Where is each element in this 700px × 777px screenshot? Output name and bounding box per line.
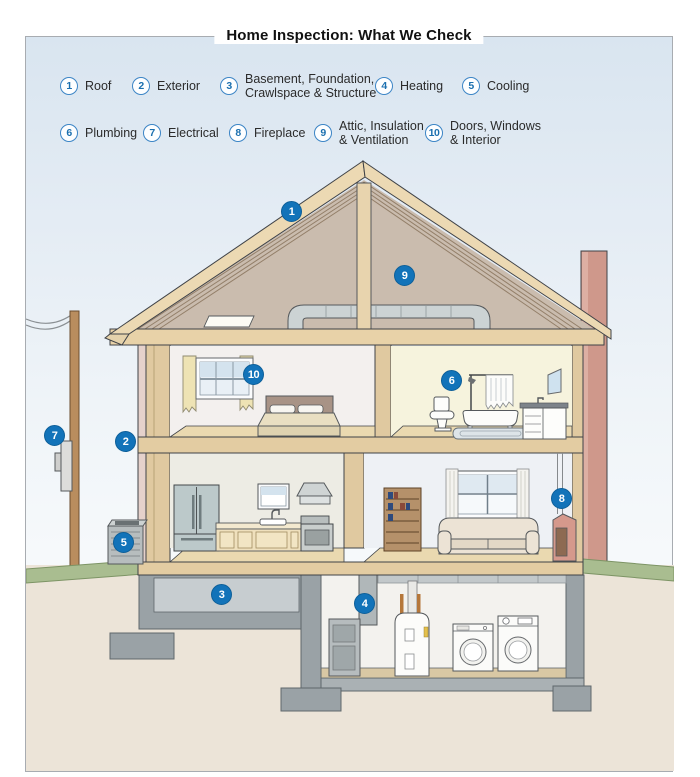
dryer (497, 615, 539, 672)
page-title: Home Inspection: What We Check (214, 27, 484, 44)
legend-label: Fireplace (254, 126, 306, 140)
foundation-cap (377, 574, 567, 584)
legend-item-electrical: 7 Electrical (143, 124, 219, 142)
power-lines (26, 312, 75, 330)
bathtub-shower (462, 374, 519, 431)
marker-4-heating: 4 (354, 593, 375, 614)
footing-right (552, 685, 592, 712)
living-room-window (445, 468, 530, 520)
mirror (547, 368, 562, 395)
copper-pipe (400, 594, 404, 615)
legend-label: Electrical (168, 126, 219, 140)
marker-5-cooling: 5 (113, 532, 134, 553)
legend-label: Plumbing (85, 126, 138, 140)
bookcase (383, 487, 422, 552)
legend-number-icon: 5 (462, 77, 480, 95)
range-hood (296, 482, 333, 505)
basement-slab (317, 677, 585, 692)
ridge-post (356, 182, 372, 330)
marker-3-basement: 3 (211, 584, 232, 605)
curtain-left (182, 355, 197, 414)
firebox (555, 527, 568, 557)
attic-floor-band (109, 328, 605, 346)
legend-number-icon: 9 (314, 124, 332, 142)
footing-center (280, 687, 342, 712)
legend-number-icon: 2 (132, 77, 150, 95)
floor-band-1f (137, 561, 584, 576)
marker-9-attic: 9 (394, 265, 415, 286)
stove (300, 515, 334, 552)
kitchen-window (257, 483, 290, 510)
legend-item-attic: 9 Attic, Insulation & Ventilation (314, 119, 424, 147)
legend-number-icon: 6 (60, 124, 78, 142)
marker-10-doors: 10 (243, 364, 264, 385)
legend-number-icon: 3 (220, 77, 238, 95)
wall-divider-1f (343, 452, 365, 549)
legend-label: Doors, Windows & Interior (450, 119, 541, 147)
marker-1-roof: 1 (281, 201, 302, 222)
washing-machine (452, 623, 494, 672)
sofa (437, 517, 540, 555)
copper-pipe (417, 594, 421, 615)
kitchen-faucet-icon (271, 509, 280, 523)
legend-number-icon: 7 (143, 124, 161, 142)
attic (134, 180, 594, 330)
legend-number-icon: 8 (229, 124, 247, 142)
legend-item-doors: 10 Doors, Windows & Interior (425, 119, 541, 147)
foundation-column (300, 573, 322, 689)
kitchen-counter (215, 518, 302, 552)
house-cross-section-illustration (26, 159, 674, 771)
sink (259, 518, 287, 526)
marker-7-electrical: 7 (44, 425, 65, 446)
legend-label: Attic, Insulation & Ventilation (339, 119, 424, 147)
diagram-frame: Home Inspection: What We Check 1 Roof 2 … (25, 27, 674, 772)
legend-label: Exterior (157, 79, 201, 93)
marker-8-fireplace: 8 (551, 488, 572, 509)
floor-band-2f (137, 436, 584, 454)
legend-number-icon: 4 (375, 77, 393, 95)
legend-number-icon: 10 (425, 124, 443, 142)
legend-label: Cooling (487, 79, 530, 93)
legend-item-basement: 3 Basement, Foundation, Crawlspace & Str… (220, 72, 376, 100)
bathtub (462, 410, 519, 427)
bath-mat (452, 427, 529, 440)
curtains (445, 468, 530, 520)
legend-item-cooling: 5 Cooling (462, 77, 529, 95)
legend-number-icon: 1 (60, 77, 78, 95)
legend-item-heating: 4 Heating (375, 77, 443, 95)
legend-item-fireplace: 8 Fireplace (229, 124, 305, 142)
legend-label: Basement, Foundation, Crawlspace & Struc… (245, 72, 377, 100)
toilet (429, 396, 455, 432)
legend-label: Roof (85, 79, 112, 93)
shower-head-icon (468, 377, 476, 384)
roof (104, 159, 612, 346)
bathroom-vanity (519, 397, 569, 440)
chimney (580, 250, 608, 568)
books (388, 492, 410, 521)
legend-item-plumbing: 6 Plumbing (60, 124, 137, 142)
foundation-wall-right (565, 574, 585, 679)
bed (257, 395, 341, 437)
attic-hatch (203, 315, 255, 328)
legend-label: Heating (400, 79, 444, 93)
fireplace (552, 453, 577, 562)
legend-item-roof: 1 Roof (60, 77, 111, 95)
marker-6-plumbing: 6 (441, 370, 462, 391)
electric-panel-icon (60, 440, 73, 492)
water-heater (394, 580, 430, 677)
faucet-icon (537, 397, 544, 403)
footing-left (109, 632, 175, 660)
refrigerator (173, 484, 220, 552)
legend-item-exterior: 2 Exterior (132, 77, 200, 95)
wall-divider-2f (374, 344, 392, 438)
marker-2-exterior: 2 (115, 431, 136, 452)
vent-pipe (407, 580, 418, 616)
rafters (137, 181, 583, 330)
